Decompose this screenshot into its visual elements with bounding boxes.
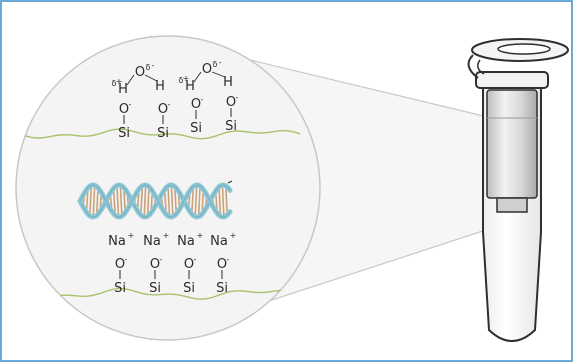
dna-base-pair xyxy=(140,186,144,216)
dna-base-pair xyxy=(197,185,201,217)
silanol-lower-4-oxygen: O xyxy=(217,257,227,272)
silica-surface-line-upper xyxy=(19,128,301,140)
silanol-upper-1-oxygen: O xyxy=(119,102,129,117)
sodium-ion-3-charge: + xyxy=(197,231,204,240)
silanol-upper-1-silicon: Si xyxy=(118,126,130,141)
water-molecule-1-delta-h-sign: + xyxy=(116,77,123,86)
sodium-ion-3: Na xyxy=(177,234,195,249)
dna-base-pair xyxy=(167,185,171,217)
water-molecule-2-hydrogen-right: H xyxy=(223,75,233,90)
silanol-upper-4-oxygen: O xyxy=(226,95,236,110)
sodium-ion-2-charge: + xyxy=(163,231,170,240)
water-molecule-2-bond-right xyxy=(211,71,226,78)
silanol-lower-2-oxygen: O xyxy=(150,257,160,272)
sodium-ion-1-charge: + xyxy=(128,231,135,240)
dna-double-helix xyxy=(77,180,233,220)
sodium-ion-2: Na xyxy=(143,234,161,249)
water-molecule-2-hydrogen-left: H xyxy=(185,79,195,94)
sodium-ion-1: Na xyxy=(108,234,126,249)
silanol-lower-1-oxygen: O xyxy=(115,257,125,272)
dna-base-pair xyxy=(218,186,222,216)
dna-base-pair xyxy=(146,185,150,217)
silica-surface-lines xyxy=(19,128,309,300)
silanol-lower-2-silicon: Si xyxy=(149,281,161,296)
dna-base-pair xyxy=(170,184,174,218)
silanol-upper-3-silicon: Si xyxy=(190,121,202,136)
tube-lid-inner xyxy=(497,43,551,55)
dna-base-pair xyxy=(92,184,96,218)
silanol-lower-2-charge: - xyxy=(160,255,163,264)
silanol-lower-3-silicon: Si xyxy=(183,281,195,296)
silanol-upper-2-oxygen: O xyxy=(158,102,168,117)
water-molecule-1-bond-left xyxy=(126,74,135,86)
silanol-lower-1-charge: - xyxy=(125,255,128,264)
dna-base-pair xyxy=(143,185,147,217)
tube-rim xyxy=(475,71,549,89)
silanol-upper-4-charge: - xyxy=(236,93,239,102)
silanol-lower-1-silicon: Si xyxy=(114,281,126,296)
silanol-lower-4-charge: - xyxy=(227,255,230,264)
water-molecule-2-bond-left xyxy=(193,71,202,83)
dna-base-pair xyxy=(89,186,93,216)
water-molecule-1-hydrogen-left: H xyxy=(118,82,128,97)
water-molecule-1-delta-h: δ xyxy=(112,79,117,88)
spin-column-tip xyxy=(496,197,528,213)
water-molecule-1-oxygen: O xyxy=(135,65,145,80)
tube-hinge xyxy=(467,54,479,79)
dna-base-pair xyxy=(194,185,198,217)
silanol-upper-4-silicon: Si xyxy=(225,119,237,134)
silanol-upper-2-charge: - xyxy=(168,100,171,109)
silanol-upper-2-silicon: Si xyxy=(157,126,169,141)
dna-base-pair xyxy=(191,188,195,214)
silanol-lower-3-oxygen: O xyxy=(184,257,194,272)
silanol-lower-3-charge: - xyxy=(194,255,197,264)
dna-base-pair xyxy=(225,185,229,217)
water-molecule-1-delta-o: δ xyxy=(146,63,151,72)
silanol-upper-3-charge: - xyxy=(201,95,204,104)
dna-backbone-strand-b-outline xyxy=(79,184,231,218)
tube-hinge-inner xyxy=(477,59,485,75)
microcentrifuge-tube xyxy=(467,38,569,342)
water-molecule-2-delta-o: δ xyxy=(213,60,218,69)
silica-surface-line-lower xyxy=(19,287,309,300)
silanol-upper-3-oxygen: O xyxy=(191,97,201,112)
dna-base-pair xyxy=(119,185,123,217)
water-molecule-2-oxygen: O xyxy=(202,62,212,77)
dna-end-mark xyxy=(227,180,233,184)
dna-base-pair xyxy=(116,185,120,217)
silanol-upper-1-charge: - xyxy=(129,100,132,109)
spin-column xyxy=(486,89,538,199)
water-molecule-2-delta-o-sign: - xyxy=(219,58,222,67)
water-molecule-1-bond-right xyxy=(144,74,158,82)
water-molecule-1-hydrogen-right: H xyxy=(155,79,165,94)
water-molecule-2-delta-h-sign: + xyxy=(183,74,190,83)
silanol-lower-4-silicon: Si xyxy=(216,281,228,296)
dna-base-pair xyxy=(221,184,225,218)
sodium-ion-4-charge: + xyxy=(230,231,237,240)
water-molecule-1-delta-o-sign: - xyxy=(152,61,155,70)
sodium-ion-4: Na xyxy=(210,234,228,249)
water-molecule-2-delta-h: δ xyxy=(179,76,184,85)
dna-base-pair xyxy=(112,188,116,214)
